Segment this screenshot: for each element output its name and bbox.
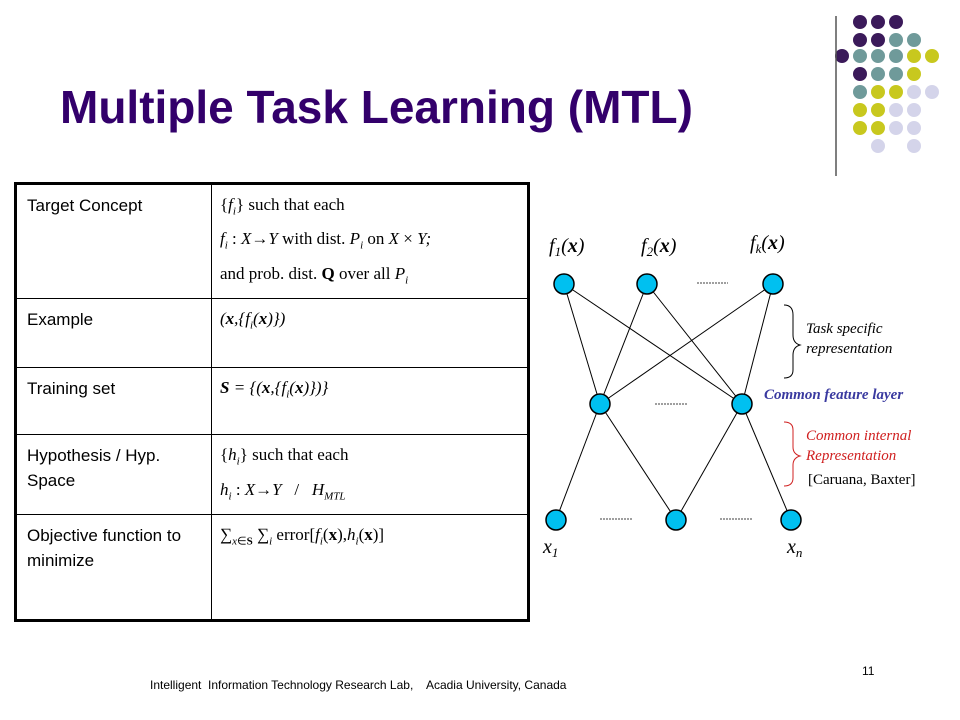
row-label: Target Concept (15, 182, 212, 300)
output-label-f1: f1(x) (549, 235, 585, 259)
row-value-target-concept: {fi} such that each fi : X→Y with dist. … (211, 182, 529, 300)
ellipsis-dashes (600, 282, 752, 520)
page-number: 11 (862, 664, 875, 678)
row-label: Hypothesis / Hyp. Space (15, 434, 212, 515)
input-node (665, 509, 687, 531)
dot-grid (835, 15, 939, 153)
network-edges (555, 283, 792, 521)
input-node (780, 509, 802, 531)
input-label-x1: x1 (542, 536, 558, 560)
table-row: Example (x,{fi(x)}) (15, 298, 529, 369)
task-specific-brace (783, 304, 802, 379)
mtl-definition-table: Target Concept {fi} such that each fi : … (14, 182, 530, 622)
table-row: Hypothesis / Hyp. Space {hi} such that e… (15, 434, 529, 515)
row-label: Training set (15, 367, 212, 436)
input-node (545, 509, 567, 531)
table-row: Training set S = {(x,{fi(x)})} (15, 367, 529, 436)
row-value-example: (x,{fi(x)}) (211, 298, 529, 369)
row-label: Objective function to minimize (15, 513, 212, 621)
common-feature-layer-label: Common feature layer (764, 387, 903, 403)
row-value-training-set: S = {(x,{fi(x)})} (211, 367, 529, 436)
footer-text: Intelligent Information Technology Resea… (150, 678, 567, 692)
hidden-node (731, 393, 753, 415)
output-label-fk: fk(x) (750, 232, 785, 256)
output-node (762, 273, 784, 295)
common-internal-brace (783, 421, 802, 487)
citation-label: [Caruana, Baxter] (808, 472, 915, 488)
output-node (636, 273, 658, 295)
input-label-xn: xn (786, 536, 802, 560)
output-node (553, 273, 575, 295)
hidden-node (589, 393, 611, 415)
table-row: Target Concept {fi} such that each fi : … (15, 182, 529, 300)
slide-title: Multiple Task Learning (MTL) (60, 81, 693, 133)
output-label-f2: f2(x) (641, 235, 677, 259)
row-value-objective: ∑x∈S ∑i error[fi(x),hi(x)] (211, 513, 529, 621)
row-value-hypothesis: {hi} such that each hi : X→Y / HMTL (211, 434, 529, 515)
network-nodes (545, 273, 802, 531)
table-row: Objective function to minimize ∑x∈S ∑i e… (15, 513, 529, 621)
